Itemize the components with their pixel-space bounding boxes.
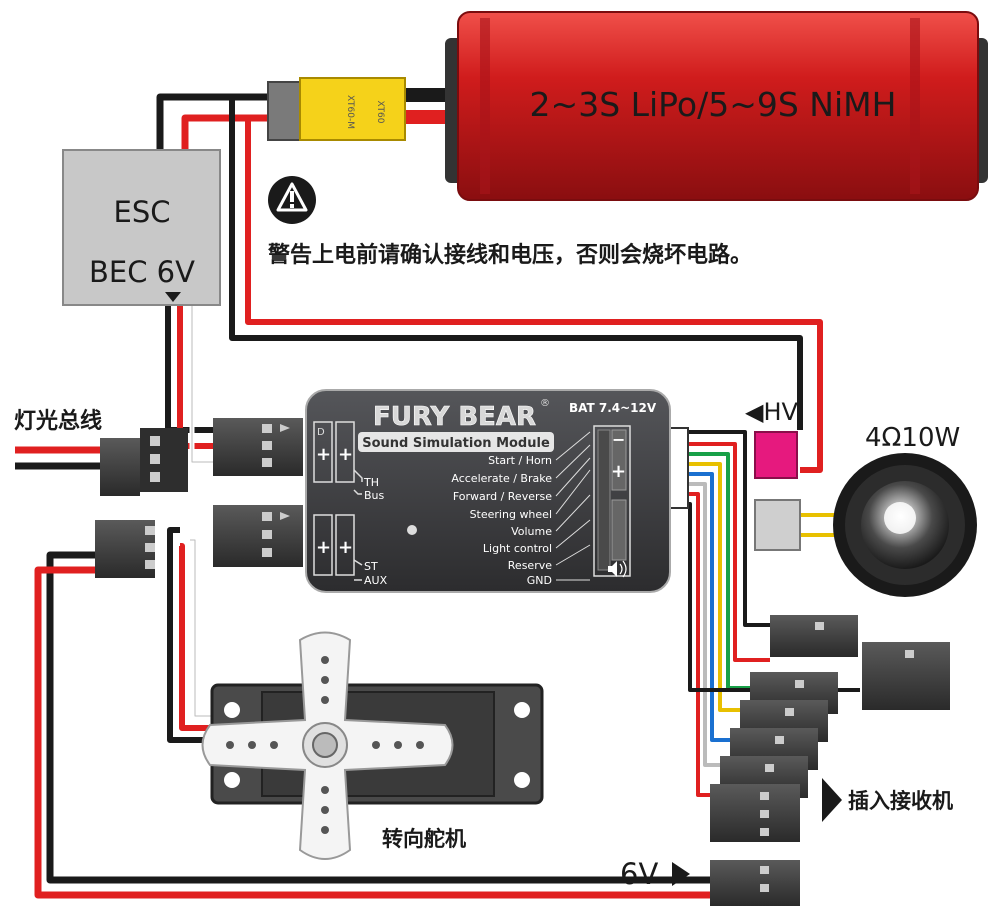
speaker-label: 4Ω10W — [865, 423, 960, 453]
wires — [15, 93, 860, 899]
light-bus-label: 灯光总线 — [14, 408, 102, 434]
esc-box: ESC BEC 6V — [62, 149, 221, 306]
function-label: Forward / Reverse — [453, 490, 552, 503]
svg-text:−: − — [612, 430, 625, 449]
st-plug — [213, 505, 303, 567]
receiver-plugs — [710, 615, 950, 906]
receiver-arrow-icon — [822, 778, 842, 822]
function-label: GND — [527, 574, 552, 587]
six-v-arrow-icon — [672, 862, 690, 886]
function-list: Start / Horn Accelerate / Brake Forward … — [451, 431, 591, 587]
steering-servo — [201, 631, 544, 860]
module-subtitle: Sound Simulation Module — [362, 436, 550, 451]
status-led — [407, 525, 417, 535]
battery-label: 2~3S LiPo/5~9S NiMH — [530, 85, 897, 124]
xt60-connector: XT60-M XT60 — [267, 77, 445, 141]
function-label: Steering wheel — [470, 508, 552, 521]
bat-rating: BAT 7.4~12V — [569, 401, 657, 415]
port-aux-label: AUX — [364, 574, 388, 587]
hv-label: ◀HV — [745, 398, 799, 426]
battery-pack: 2~3S LiPo/5~9S NiMH — [445, 11, 988, 201]
light-bus-plug — [100, 428, 188, 496]
left-port-markings — [313, 421, 363, 581]
svg-text:+: + — [338, 537, 353, 558]
svg-text:+: + — [316, 537, 331, 558]
registered-mark: ® — [540, 398, 550, 409]
function-label: Reserve — [508, 559, 552, 572]
speaker-icon — [608, 561, 617, 577]
th-plug — [213, 418, 303, 476]
plugs — [95, 418, 950, 906]
aux-plug — [95, 520, 155, 578]
port-bus-label: Bus — [364, 489, 385, 502]
sound-module: FURY BEAR ® Sound Simulation Module BAT … — [305, 389, 689, 593]
warning-notice: 警告上电前请确认接线和电压，否则会烧坏电路。 — [267, 176, 752, 268]
function-label: Light control — [483, 542, 552, 555]
hv-plug — [754, 431, 798, 479]
port-st-label: ST — [364, 560, 378, 573]
down-arrow-icon — [165, 292, 181, 302]
bec-label: BEC 6V — [89, 255, 195, 289]
brand-logo: FURY BEAR — [373, 402, 536, 432]
xt60-male-text: XT60-M — [345, 95, 355, 129]
svg-text:+: + — [338, 444, 353, 465]
speaker-plug — [754, 499, 801, 551]
right-pin-header: − + — [593, 425, 631, 578]
pin-d-label: D — [317, 427, 325, 438]
warning-text: 警告上电前请确认接线和电压，否则会烧坏电路。 — [267, 242, 752, 268]
xt60-female-text: XT60 — [375, 101, 385, 124]
function-label: Accelerate / Brake — [451, 472, 552, 485]
six-v-label: 6V — [620, 857, 658, 891]
servo-label: 转向舵机 — [382, 827, 466, 851]
svg-text:+: + — [611, 461, 626, 482]
esc-label: ESC — [114, 195, 171, 229]
speaker — [833, 453, 977, 597]
function-label: Volume — [511, 525, 552, 538]
port-th-label: TH — [363, 476, 379, 489]
function-label: Start / Horn — [488, 454, 552, 467]
receiver-label: 插入接收机 — [848, 789, 953, 813]
svg-text:+: + — [316, 444, 331, 465]
